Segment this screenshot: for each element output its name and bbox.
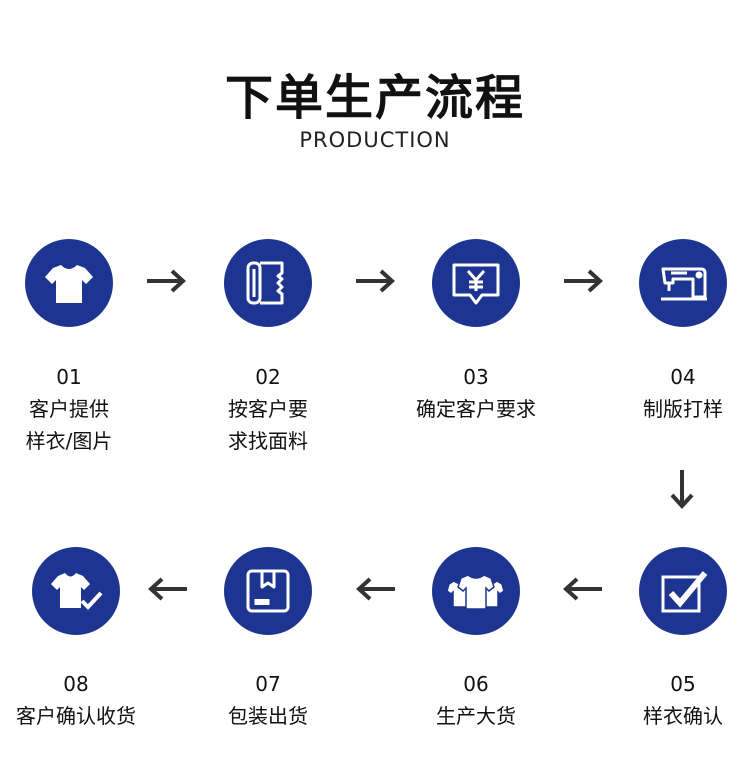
step-text-line: 客户提供 [29, 397, 109, 421]
yen-chat-icon [452, 263, 500, 305]
step-number: 03 [463, 365, 489, 389]
step-text-line: 按客户要 [228, 397, 308, 421]
step-text-line: 样衣确认 [643, 704, 723, 728]
tshirt-check-icon [51, 573, 103, 610]
step-08-circle [32, 547, 120, 635]
step-text-line: 制版打样 [643, 397, 723, 421]
arrow-left-icon [356, 577, 395, 601]
step-02-circle [224, 239, 312, 327]
page-title: 下单生产流程 [224, 70, 525, 126]
step-03-circle [432, 239, 520, 327]
step-03-label: 03 确定客户要求 [391, 361, 561, 425]
tshirts-bulk-icon [446, 574, 505, 610]
step-number: 06 [463, 672, 489, 696]
step-text-line: 样衣/图片 [25, 429, 113, 453]
step-text-line: 求找面料 [228, 429, 308, 453]
step-06-label: 06 生产大货 [391, 668, 561, 732]
step-text-line: 包装出货 [228, 704, 308, 728]
step-number: 01 [56, 365, 82, 389]
step-number: 04 [670, 365, 696, 389]
step-07-circle [224, 547, 312, 635]
arrow-right-icon [356, 269, 395, 293]
step-01-label: 01 客户提供 样衣/图片 [0, 361, 154, 457]
step-text-line: 确定客户要求 [416, 397, 536, 421]
arrow-left-icon [148, 577, 187, 601]
step-01-circle [25, 239, 113, 327]
step-06-circle [432, 547, 520, 635]
sewing-machine-icon [661, 267, 707, 301]
step-number: 02 [255, 365, 281, 389]
step-text-line: 客户确认收货 [16, 704, 136, 728]
step-04-label: 04 制版打样 [598, 361, 750, 425]
arrow-right-icon [147, 269, 186, 293]
step-04-circle [639, 239, 727, 327]
step-number: 08 [63, 672, 89, 696]
checkbox-icon [661, 571, 708, 613]
step-02-label: 02 按客户要 求找面料 [183, 361, 353, 457]
step-05-label: 05 样衣确认 [598, 668, 750, 732]
step-05-circle [639, 547, 727, 635]
fabric-roll-icon [246, 261, 284, 305]
page-subtitle: PRODUCTION [299, 128, 451, 152]
step-number: 05 [670, 672, 696, 696]
step-number: 07 [255, 672, 281, 696]
package-icon [246, 569, 290, 613]
step-text-line: 生产大货 [436, 704, 516, 728]
step-08-label: 08 客户确认收货 [0, 668, 161, 732]
arrow-left-icon [563, 577, 602, 601]
tshirt-icon [45, 265, 93, 303]
arrow-down-icon [670, 470, 694, 509]
step-07-label: 07 包装出货 [183, 668, 353, 732]
arrow-right-icon [564, 269, 603, 293]
